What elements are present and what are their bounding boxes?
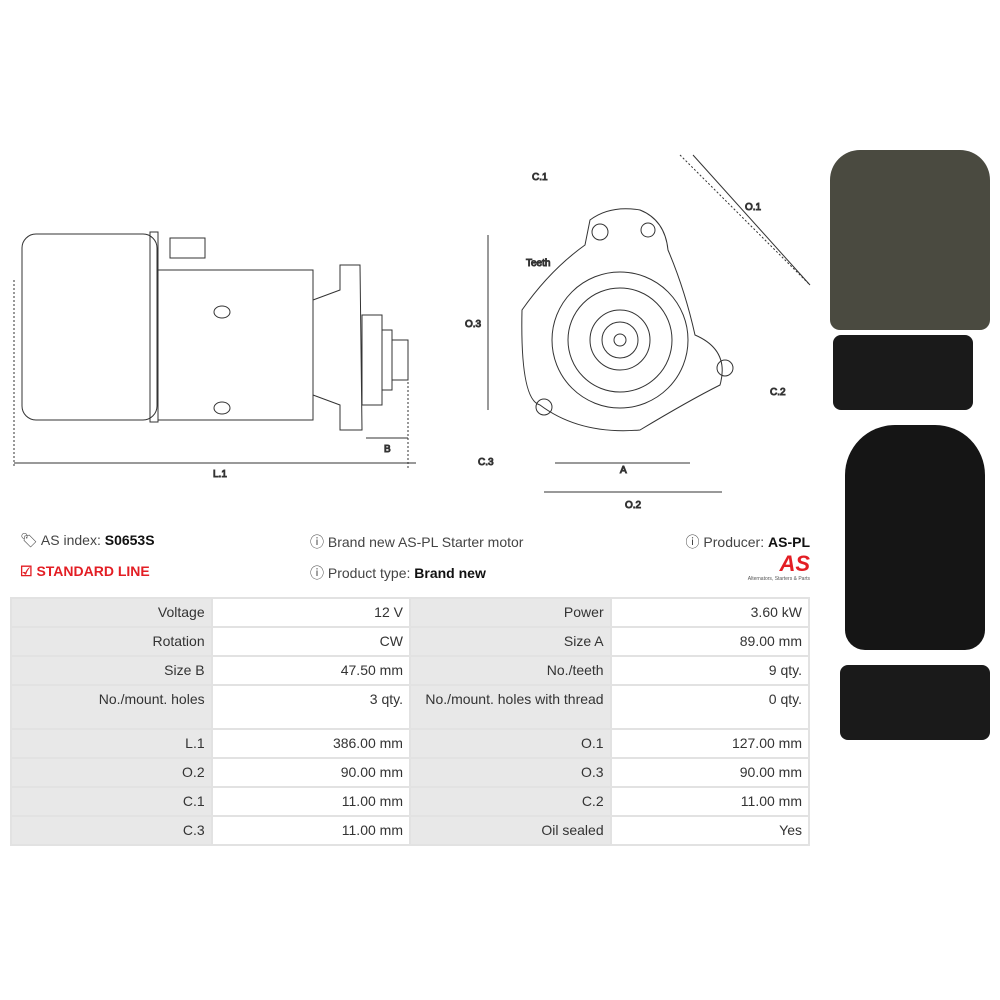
as-index: 🏷︎ AS index: S0653S (20, 532, 155, 548)
photo-front-view (830, 150, 990, 330)
info-icon: ⓘ (685, 534, 700, 550)
producer: ⓘ Producer: AS-PL (685, 534, 810, 550)
label-a: A (620, 465, 627, 476)
spec-value: 11.00 mm (210, 815, 411, 846)
label-c3: C.3 (478, 457, 494, 468)
spec-label: No./mount. holes (10, 684, 213, 730)
label-teeth: Teeth (526, 258, 550, 269)
photo-rear-view (845, 425, 985, 650)
spec-value: CW (210, 626, 411, 657)
spec-value: 89.00 mm (609, 626, 811, 657)
spec-label: O.2 (10, 757, 213, 788)
spec-label: Oil sealed (408, 815, 612, 846)
label-o2: O.2 (625, 500, 642, 511)
info-icon: ⓘ (310, 565, 324, 581)
label-c2: C.2 (770, 387, 786, 398)
spec-label: C.1 (10, 786, 213, 817)
spec-label: Size B (10, 655, 213, 686)
spec-value: 90.00 mm (609, 757, 811, 788)
spec-value: 90.00 mm (210, 757, 411, 788)
info-icon: ⓘ (310, 534, 324, 550)
spec-value: 3 qty. (210, 684, 411, 730)
spec-value: 11.00 mm (210, 786, 411, 817)
checkbox-icon: ☑ (20, 563, 33, 579)
spec-label: No./teeth (408, 655, 612, 686)
description: ⓘ Brand new AS-PL Starter motor (310, 534, 524, 550)
spec-value: 9 qty. (609, 655, 811, 686)
spec-value: 12 V (210, 597, 411, 628)
front-view-drawing: C.1 O.1 Teeth O.3 C.2 C.3 A O.2 (465, 154, 811, 512)
spec-label: O.1 (408, 728, 612, 759)
spec-label: Voltage (10, 597, 213, 628)
label-o3: O.3 (465, 319, 482, 330)
spec-value: 47.50 mm (210, 655, 411, 686)
product-type: ⓘ Product type: Brand new (310, 565, 486, 581)
spec-label: Power (408, 597, 612, 628)
standard-line-badge: ☑ STANDARD LINE (20, 563, 150, 579)
spec-value: Yes (609, 815, 811, 846)
photo-side-view (833, 335, 973, 410)
spec-value: 3.60 kW (609, 597, 811, 628)
label-c1: C.1 (532, 172, 548, 183)
spec-label: C.2 (408, 786, 612, 817)
spec-value: 127.00 mm (609, 728, 811, 759)
spec-label: Size A (408, 626, 612, 657)
spec-label: Rotation (10, 626, 213, 657)
spec-value: 11.00 mm (609, 786, 811, 817)
side-view-drawing: L.1 B (13, 231, 416, 481)
spec-label: O.3 (408, 757, 612, 788)
spec-value: 0 qty. (609, 684, 811, 730)
spec-label: No./mount. holes with thread (408, 684, 612, 730)
spec-label: L.1 (10, 728, 213, 759)
label-o1: O.1 (745, 202, 762, 213)
label-b: B (384, 444, 391, 455)
as-pl-logo: AS Alternators, Starters & Parts (747, 551, 810, 583)
spec-label: C.3 (10, 815, 213, 846)
label-l1: L.1 (213, 469, 227, 480)
spec-value: 386.00 mm (210, 728, 411, 759)
photo-angle-view (840, 665, 990, 740)
tag-icon: 🏷︎ (20, 532, 38, 548)
